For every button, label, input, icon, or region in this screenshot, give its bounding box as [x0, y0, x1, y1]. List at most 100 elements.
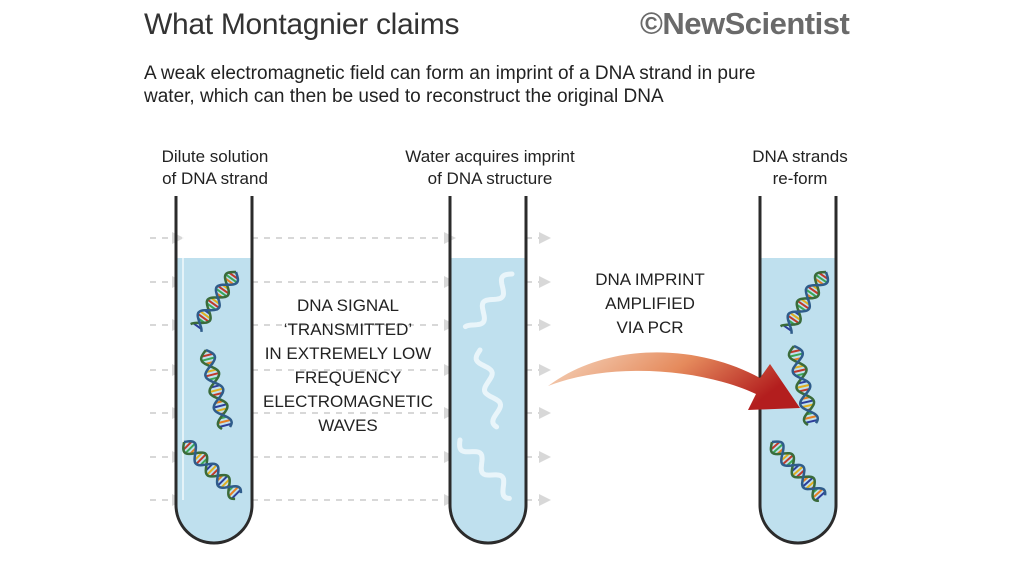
- dna-strands-tube-1: [182, 270, 243, 501]
- dna-rung: [206, 464, 218, 476]
- dna-rung: [793, 364, 805, 369]
- dna-rung: [797, 300, 810, 310]
- dna-rung: [803, 415, 818, 420]
- dna-rung: [217, 475, 229, 487]
- test-tube-2: [448, 196, 528, 545]
- dna-rung: [197, 313, 210, 323]
- dna-backbone: [786, 271, 830, 334]
- dna-rung: [805, 288, 818, 298]
- newscientist-logo: ©NewScientist: [640, 6, 850, 41]
- dna-rung: [796, 303, 807, 312]
- subtitle-line-1: A weak electromagnetic field can form an…: [144, 63, 756, 84]
- dna-rung: [228, 486, 239, 497]
- tube-3-label-line-2: re-form: [772, 169, 828, 188]
- dna-rung: [184, 442, 196, 454]
- dna-backbone: [791, 344, 820, 424]
- dna-rung: [772, 443, 784, 454]
- dna-imprint: [462, 271, 515, 330]
- dna-imprints-tube-2: [457, 271, 515, 501]
- dna-rung: [231, 489, 242, 500]
- amplify-line: DNA IMPRINT: [595, 270, 705, 289]
- dna-rung: [205, 371, 220, 378]
- dna-rung: [791, 465, 804, 477]
- dna-rung: [805, 419, 818, 424]
- tube-1-label-line-2: of DNA strand: [162, 169, 268, 188]
- amplify-line: VIA PCR: [616, 318, 684, 337]
- dna-rung: [193, 451, 203, 461]
- dna-rung: [220, 478, 231, 489]
- amplify-text: DNA IMPRINT AMPLIFIED VIA PCR: [560, 268, 740, 340]
- dna-rung: [814, 491, 826, 502]
- signal-text: DNA SIGNAL ‘TRANSMITTED’ IN EXTREMELY LO…: [248, 294, 448, 438]
- dna-rung: [205, 368, 217, 374]
- dna-rung: [801, 403, 814, 409]
- signal-line: WAVES: [318, 416, 378, 435]
- dna-rung: [805, 480, 816, 490]
- dna-backbone: [779, 270, 827, 328]
- diagram-subtitle: A weak electromagnetic field can form an…: [144, 62, 844, 108]
- dna-rung: [213, 403, 228, 409]
- dna-backbone: [204, 348, 233, 428]
- dna-rung: [770, 441, 781, 451]
- subtitle-line-2: water, which can then be used to reconst…: [144, 86, 664, 107]
- signal-line: IN EXTREMELY LOW: [264, 344, 432, 363]
- test-tube-3: [758, 196, 838, 545]
- dna-imprint: [457, 437, 512, 501]
- dna-rung: [798, 388, 810, 393]
- dna-rung: [789, 352, 804, 358]
- dna-rung: [215, 407, 228, 413]
- tube-1-label-line-1: Dilute solution: [161, 147, 269, 166]
- amplify-line: AMPLIFIED: [605, 294, 695, 313]
- dna-rung: [818, 271, 829, 280]
- dna-rung: [182, 440, 193, 451]
- dna-rung: [207, 298, 220, 309]
- signal-line: DNA SIGNAL: [296, 296, 400, 315]
- dna-rung: [209, 387, 224, 394]
- dna-rung: [211, 391, 223, 397]
- dna-rung: [225, 273, 238, 284]
- dna-backbone: [183, 440, 243, 494]
- dna-rung: [215, 287, 228, 298]
- tube-2-label-line-2: of DNA structure: [427, 169, 553, 188]
- tube-3-liquid: [760, 258, 836, 543]
- dna-rung: [217, 418, 232, 425]
- tube-1-liquid: [176, 258, 252, 543]
- signal-line: FREQUENCY: [294, 368, 402, 387]
- signal-line: ‘TRANSMITTED’: [283, 320, 413, 339]
- tube-2-label: Water acquires imprint of DNA structure: [370, 146, 610, 190]
- dna-rung: [228, 271, 239, 280]
- dna-rung: [787, 314, 800, 324]
- dna-rung: [210, 468, 220, 478]
- diagram-title: What Montagnier claims: [144, 8, 460, 41]
- dna-rung: [815, 273, 828, 284]
- dna-rung: [796, 383, 811, 389]
- dna-backbone: [771, 440, 827, 496]
- tube-3-label-line-1: DNA strands: [752, 147, 848, 166]
- dna-rung: [802, 476, 814, 488]
- dna-backbone: [196, 271, 240, 332]
- dna-rung: [201, 356, 216, 362]
- dna-rung: [781, 454, 794, 466]
- tube-2-liquid: [450, 258, 526, 543]
- dna-rung: [807, 285, 820, 295]
- signal-line: ELECTROMAGNETIC: [262, 392, 434, 411]
- tube-2-glass: [448, 196, 528, 545]
- dna-rung: [789, 311, 802, 321]
- em-wave-dashes: [150, 232, 551, 506]
- tube-3-label: DNA strands re-form: [710, 146, 890, 190]
- dna-backbone: [190, 270, 236, 326]
- dna-rung: [218, 422, 232, 428]
- dna-rung: [812, 488, 824, 499]
- tube-1-glass: [174, 196, 254, 545]
- dna-rung: [201, 352, 214, 358]
- dna-rung: [199, 310, 212, 320]
- dna-rung: [217, 285, 230, 295]
- tube-3-glass: [758, 196, 838, 545]
- dna-rung: [195, 453, 207, 465]
- dna-rung: [799, 399, 814, 405]
- dna-rung: [206, 302, 217, 311]
- dna-imprint: [473, 347, 504, 430]
- pcr-arrow: [548, 352, 800, 410]
- dna-rung: [789, 348, 802, 354]
